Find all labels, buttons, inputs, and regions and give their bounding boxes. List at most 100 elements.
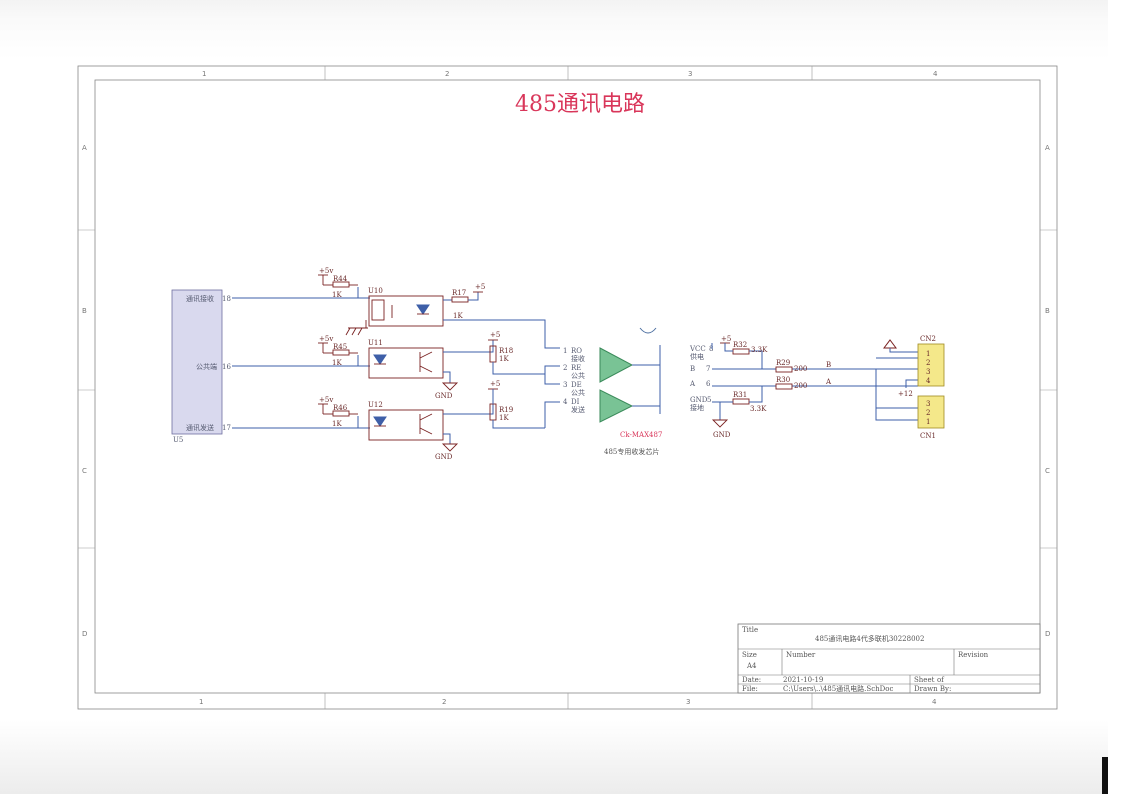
chip-pin-3-num: 3 [563,381,567,389]
r32-value: 3.3K [751,346,768,354]
chip-pin-3-name: DE [571,381,582,389]
optocoupler-u12: U12 [368,401,444,441]
chip-pin-3-desc: 公共 [571,388,585,397]
grid-col-2-bottom: 2 [442,698,446,706]
chip-vcc-num: 8 [709,345,713,353]
r45-value: 1K [332,359,342,367]
chip-pin-1-num: 1 [563,347,567,355]
tb-title: 485通讯电路4代多联机30228002 [815,634,924,643]
outer-border [77,65,1058,710]
chip-caption: 485专用收发芯片 [604,447,659,456]
r45-body [332,349,350,356]
cn1-pin-1: 1 [926,418,930,426]
r44-supply: +5v [319,267,333,275]
u11-led-icon [373,354,387,365]
cn2-pin-3: 3 [926,368,930,376]
r17-ref: R17 [452,289,466,297]
chip-pin-2-desc: 公共 [571,371,585,380]
scan-edge [1102,757,1108,794]
r19-ref: R19 [499,406,513,414]
chip-pin-1-desc: 接收 [571,354,585,363]
grid-row-b-left: B [82,307,87,315]
r29-value: 200 [794,365,807,373]
cn2-pin-4: 4 [926,377,931,385]
tb-title-label: Title [742,626,758,634]
wire-cn2-pin4 [905,379,918,388]
wire-u10-to-ro [443,319,560,349]
u10-ref: U10 [368,287,383,295]
grid-ticks [78,66,1057,709]
grid-col-1-bottom: 1 [199,698,203,706]
gnd-label-u12: GND [435,453,453,461]
grid-col-4-bottom: 4 [932,698,937,706]
chip-vcc-desc: 供电 [690,352,704,361]
chip-b-name: B [690,365,695,373]
r31-ref: R31 [733,391,747,399]
grid-row-d-right: D [1045,630,1050,638]
r17-group: +5 R17 1K [443,283,485,320]
wire-r19-out [492,420,545,429]
wire-cn2-pin1 [889,348,918,353]
r18-ref: R18 [499,347,513,355]
chip-pin-4-num: 4 [563,398,568,406]
r45-supply: +5v [319,335,333,343]
tb-size-label: Size [742,651,757,659]
chip-gnd-name: GND [690,396,708,404]
chip-pin-2-num: 2 [563,364,567,372]
driver-triangle-icon [599,389,634,423]
r31-group: R31 3.3K [712,386,767,413]
r18-supply: +5 [490,331,500,339]
cn1-pin-2: 2 [926,409,930,417]
redaction-block-large [97,462,737,691]
chip-pin-4-name: DI [571,398,580,406]
r46-ref: R46 [333,404,348,412]
redaction-block-left-2 [100,376,116,416]
r46-supply: +5v [319,396,333,404]
vcc-supply: +5 [721,335,731,343]
r45-ref: R45 [333,343,347,351]
connector-cn1: 3 2 1 CN1 [917,395,945,440]
r17-value: 1K [453,312,463,320]
r32-ref: R32 [733,341,747,349]
r46-group: +5v R46 1K [318,396,358,428]
grid-row-c-left: C [82,467,87,475]
gnd-label-chip: GND [713,431,731,439]
gnd-icon-u12 [441,443,459,452]
net-b-label: B [826,361,831,369]
tb-revision-label: Revision [958,651,989,659]
r44-ref: R44 [333,275,348,283]
grid-col-4-top: 4 [933,70,938,78]
wire-u12-gnd [443,433,451,444]
tb-date-label: Date: [742,676,761,684]
grid-row-d-left: D [82,630,87,638]
gnd-icon-chip [711,419,729,428]
v12-label: +12 [898,390,913,398]
u5-pin-label-tx: 通讯发送 [186,423,214,432]
tb-of-label: of [937,676,945,684]
u5-pin-label-rx: 通讯接收 [186,294,214,303]
cn2-pin-1: 1 [926,350,930,358]
r19-value: 1K [499,414,509,422]
wire-di [544,401,560,428]
chip-pin-1-name: RO [571,347,582,355]
r46-body [332,410,350,417]
wire-re-de [544,365,560,385]
grid-col-3-top: 3 [688,70,692,78]
u5-block [171,289,223,435]
chassis-ground-icon [345,320,368,336]
receiver-triangle-icon [599,347,634,383]
r30-group: R30 200 [775,376,807,390]
gnd-icon-u11 [441,382,459,391]
r18-value: 1K [499,355,509,363]
r30-ref: R30 [776,376,790,384]
optocoupler-u10: U10 [368,287,444,327]
cn1-ref: CN1 [920,432,936,440]
r17-supply: +5 [475,283,485,291]
cn2-pin-2: 2 [926,359,930,367]
chip-a-num: 6 [706,380,711,388]
tb-drawn-label: Drawn By: [914,685,951,693]
net-a-label: A [825,378,832,386]
cn2-ref: CN2 [920,335,936,343]
chip-a-name: A [689,380,696,388]
optocoupler-u11: U11 [368,339,444,379]
